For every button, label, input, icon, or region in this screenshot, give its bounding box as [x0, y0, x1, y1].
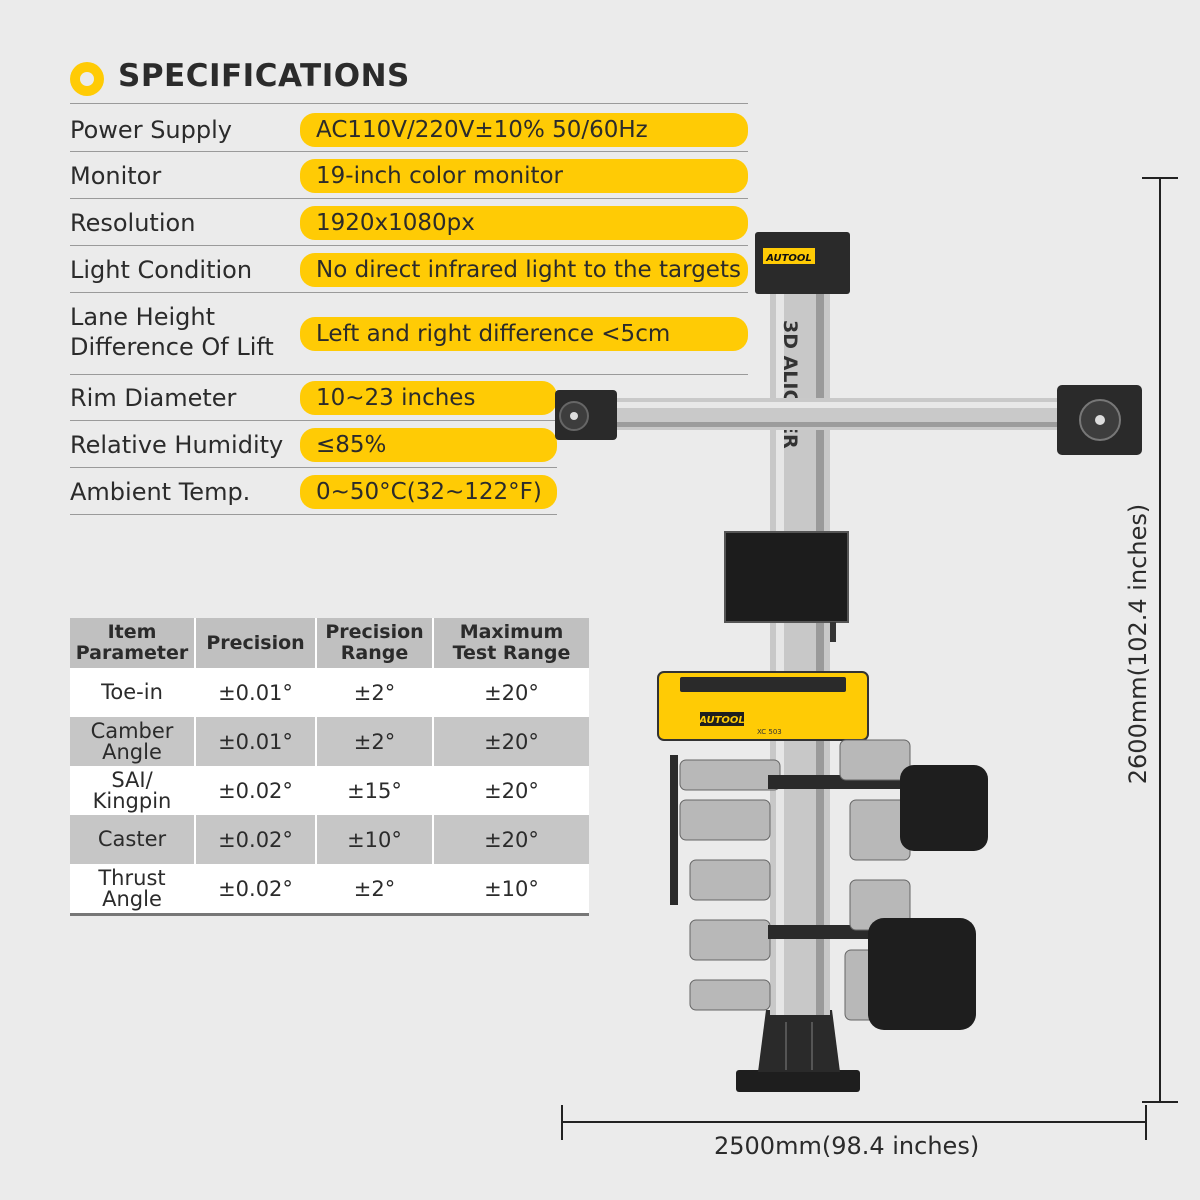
cell-max: ±20° [433, 668, 589, 717]
brand-logo-top: AUTOOL [765, 253, 812, 264]
header-text: Item [107, 621, 157, 643]
cell-parameter: Toe-in [70, 668, 196, 717]
cell-precision: ±0.01° [195, 717, 317, 766]
table-header-row: Item Parameter Precision Precision Range… [70, 618, 589, 668]
column-base [736, 1010, 860, 1092]
header-item-parameter: Item Parameter [70, 618, 196, 668]
spec-value-resolution: 1920x1080px [300, 206, 748, 240]
aligner-machine-illustration: AUTOOL 3D ALIGNER AUTOOL XC 503 [555, 177, 1178, 1140]
header-precision: Precision [195, 618, 317, 668]
spec-label-power-supply: Power Supply [70, 116, 232, 144]
spec-label-ambient-temp: Ambient Temp. [70, 478, 251, 506]
cell-range: ±2° [316, 717, 434, 766]
divider [70, 292, 748, 293]
left-camera-icon [555, 390, 617, 440]
header-text: Precision [206, 631, 305, 654]
cell-range: ±10° [316, 815, 434, 864]
precision-table: Item Parameter Precision Precision Range… [70, 618, 589, 916]
header-text: Precision [325, 621, 424, 643]
column-top-head [755, 232, 850, 294]
spec-value-rim-diameter: 10~23 inches [300, 381, 557, 415]
cell-precision: ±0.02° [195, 815, 317, 864]
spec-label-monitor: Monitor [70, 162, 162, 190]
brand-logo-cabinet: AUTOOL [698, 715, 745, 726]
header-max-test-range: Maximum Test Range [433, 618, 589, 668]
header-text: Parameter [75, 642, 189, 664]
divider [70, 514, 557, 515]
header-text: Test Range [452, 642, 571, 664]
divider [70, 198, 748, 199]
cell-text: Angle [102, 886, 162, 911]
monitor-icon [724, 531, 849, 642]
cell-precision: ±0.01° [195, 668, 317, 717]
divider [70, 420, 557, 421]
table-row: SAI/Kingpin ±0.02° ±15° ±20° [70, 766, 589, 815]
cell-text: SAI/ [111, 767, 153, 792]
spec-label-light-condition: Light Condition [70, 256, 253, 284]
spec-value-lane-height: Left and right difference <5cm [300, 317, 748, 351]
title-bullet-icon [70, 62, 104, 96]
divider [70, 151, 748, 152]
divider [70, 467, 557, 468]
header-text: Range [340, 642, 409, 664]
width-dimension-label: 2500mm(98.4 inches) [714, 1132, 980, 1160]
spec-value-light-condition: No direct infrared light to the targets [300, 253, 748, 287]
table-row: Caster ±0.02° ±10° ±20° [70, 815, 589, 864]
header-text: Maximum [459, 621, 564, 643]
keyboard-cabinet [657, 671, 869, 741]
cell-text: Thrust [98, 865, 166, 890]
spec-label-lane-height-line2: Difference Of Lift [70, 333, 274, 361]
spec-value-monitor: 19-inch color monitor [300, 159, 748, 193]
cell-text: Angle [102, 739, 162, 764]
cell-range: ±15° [316, 766, 434, 815]
left-clamp-rack [670, 755, 838, 1011]
cell-text: Kingpin [92, 788, 172, 813]
camera-crossbar [610, 398, 1070, 430]
cabinet-model-label: XC 503 [757, 728, 782, 736]
cell-text: Toe-in [101, 680, 163, 704]
cell-range: ±2° [316, 864, 434, 915]
cell-max: ±10° [433, 864, 589, 915]
specifications-title: SPECIFICATIONS [118, 58, 410, 94]
divider [70, 374, 748, 375]
spec-label-resolution: Resolution [70, 209, 196, 237]
cell-precision: ±0.02° [195, 766, 317, 815]
height-dimension-label: 2600mm(102.4 inches) [1124, 503, 1152, 785]
spec-label-lane-height-line1: Lane Height [70, 303, 216, 331]
cell-parameter: Caster [70, 815, 196, 864]
width-dimension-line [561, 1105, 1147, 1140]
cell-precision: ±0.02° [195, 864, 317, 915]
spec-label-rim-diameter: Rim Diameter [70, 384, 237, 412]
header-precision-range: Precision Range [316, 618, 434, 668]
cell-text: Camber [90, 718, 174, 743]
spec-label-relative-humidity: Relative Humidity [70, 431, 284, 459]
right-camera-icon [1057, 385, 1142, 455]
divider [70, 103, 748, 104]
upper-target-icon [900, 765, 988, 851]
spec-value-relative-humidity: ≤85% [300, 428, 557, 462]
height-dimension-line [1142, 177, 1178, 1103]
cell-range: ±2° [316, 668, 434, 717]
cell-max: ±20° [433, 717, 589, 766]
cell-max: ±20° [433, 815, 589, 864]
lower-target-icon [868, 918, 976, 1030]
cell-max: ±20° [433, 766, 589, 815]
divider [70, 245, 748, 246]
spec-value-ambient-temp: 0~50°C(32~122°F) [300, 475, 557, 509]
table-row: Toe-in ±0.01° ±2° ±20° [70, 668, 589, 717]
cell-text: Caster [97, 827, 167, 851]
cell-parameter: SAI/Kingpin [70, 766, 196, 815]
spec-value-power-supply: AC110V/220V±10% 50/60Hz [300, 113, 748, 147]
